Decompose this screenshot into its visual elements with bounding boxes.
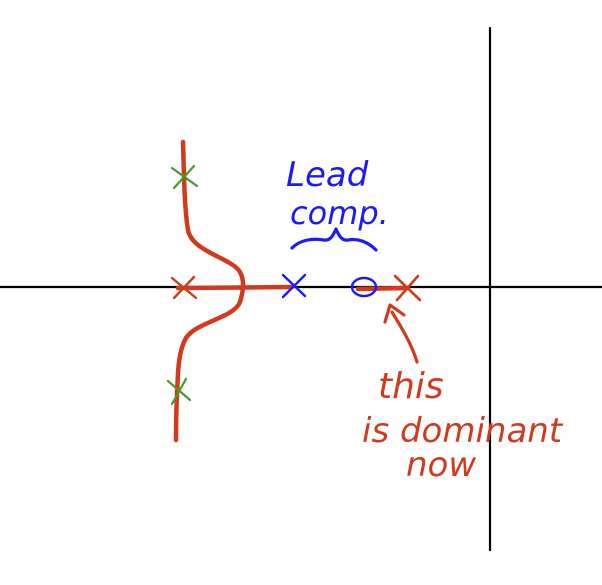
dominant-note-line1: this (378, 366, 444, 407)
dominant-note-line3: now (406, 445, 476, 485)
pole-lower-complex (166, 377, 192, 406)
lead-comp-label-line1: Lead (286, 155, 369, 195)
lead-comp-brace (290, 227, 378, 252)
pole-real-left (170, 275, 198, 300)
locus-branch-right-segment (355, 285, 411, 292)
compensator-pole (281, 273, 307, 299)
dominant-pole-arrow (383, 303, 419, 364)
lead-comp-label-line2: comp. (290, 194, 389, 232)
pole-upper-complex (170, 164, 199, 190)
dominant-note-line2: is dominant (362, 411, 564, 451)
compensator-zero (350, 276, 378, 298)
locus-branch-real-segment (175, 284, 295, 291)
pole-dominant (393, 274, 422, 302)
